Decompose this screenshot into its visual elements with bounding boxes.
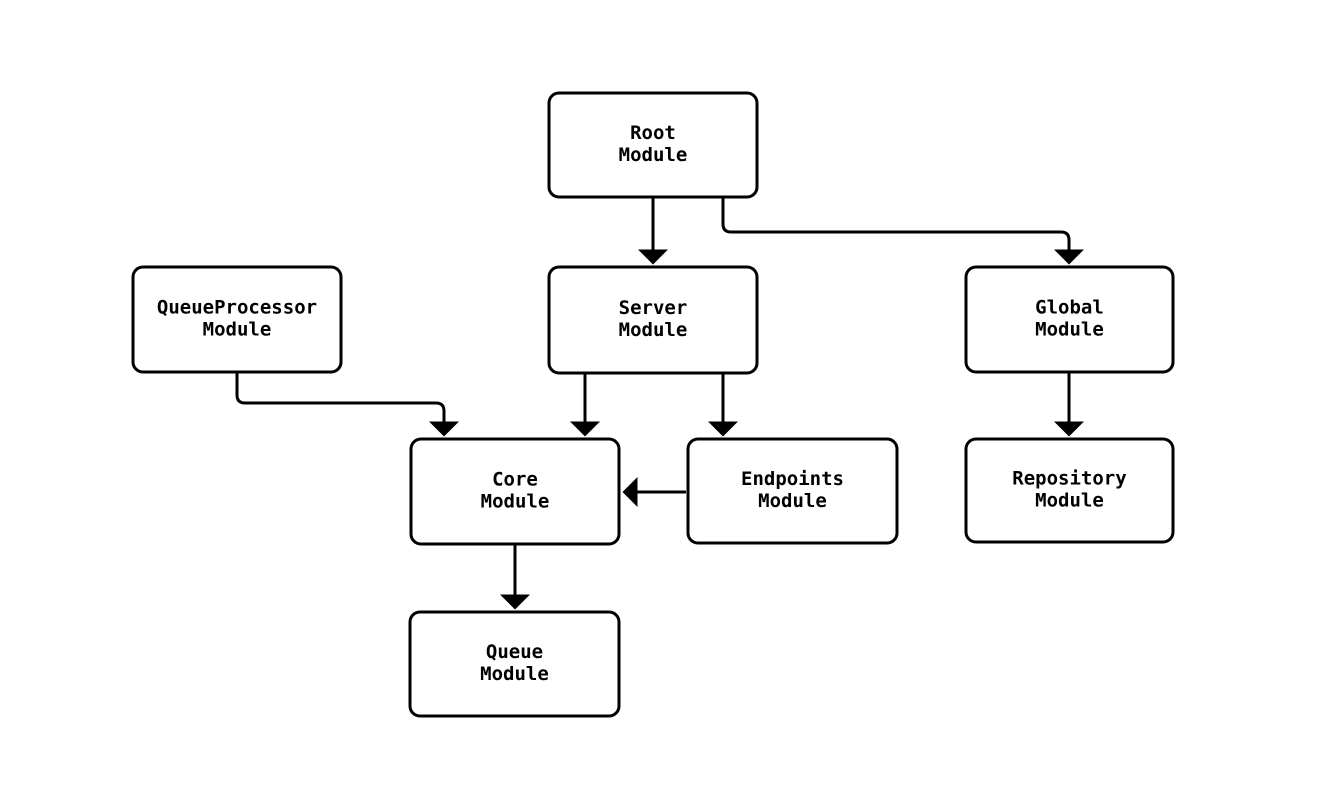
edge-root-to-global [721, 197, 1084, 265]
node-box [547, 91, 759, 199]
node-box [686, 437, 899, 545]
edge-queueprocessor-to-core [235, 372, 459, 437]
node-box [964, 265, 1175, 374]
node-box [131, 265, 343, 374]
node-box [409, 437, 621, 546]
node-box [964, 437, 1175, 544]
edges-layer [235, 197, 1084, 610]
node-box [408, 610, 621, 718]
node-box [547, 265, 759, 375]
